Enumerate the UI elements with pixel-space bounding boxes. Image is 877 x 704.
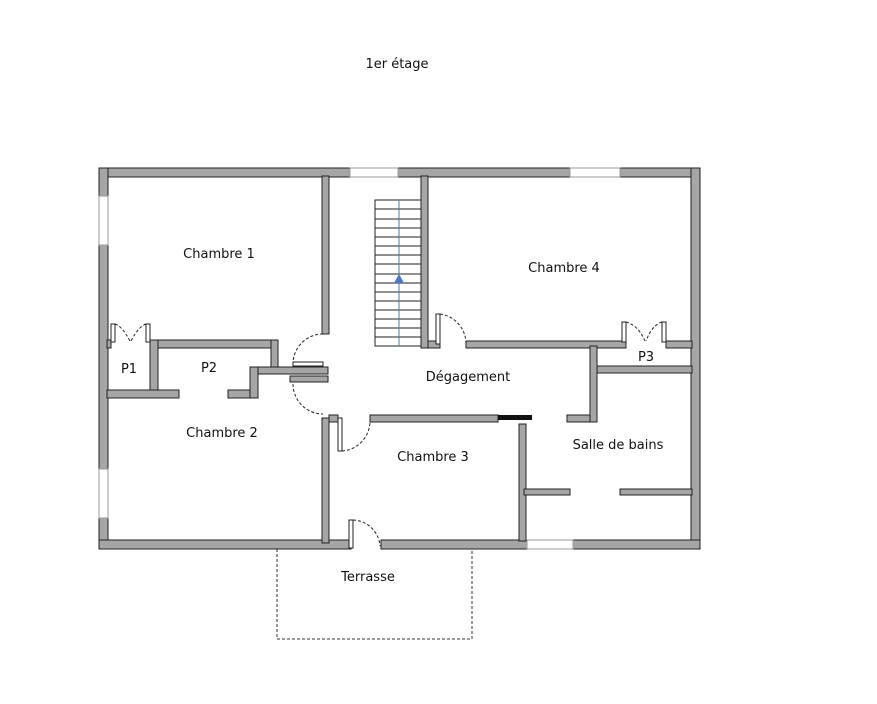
wall-p2-step-3: [289, 375, 329, 383]
door-chambre4-swing: [439, 313, 467, 345]
floor-title: 1er étage: [365, 57, 428, 72]
room-label-terrasse: Terrasse: [340, 570, 395, 585]
doors: [110, 313, 667, 549]
window-chambre1-left: [98, 195, 109, 246]
wall-p3-left: [589, 345, 598, 423]
wall-p1-bottom: [106, 389, 180, 399]
wall-chambre1-right: [321, 175, 330, 335]
door-terrasse-leaf: [348, 519, 354, 549]
door-chambre3-top-swing: [341, 419, 371, 452]
room-label-chambre1: Chambre 1: [183, 247, 255, 262]
wall-p1-right: [149, 339, 159, 399]
door-degagement-lower-swing: [292, 383, 324, 415]
stair-outline: [374, 199, 422, 347]
room-label-chambre2: Chambre 2: [186, 426, 258, 441]
door-chambre3-top-leaf: [337, 417, 343, 452]
door-degagement-upper-swing: [292, 333, 324, 365]
wall-bottom-1: [98, 539, 352, 550]
wall-top-right: [619, 167, 701, 178]
windows: [98, 167, 621, 550]
wall-p3-bottom: [596, 365, 693, 374]
stair-arrow-icon: [394, 274, 404, 283]
staircase: [374, 199, 422, 347]
room-label-chambre4: Chambre 4: [528, 261, 600, 276]
window-chambre2-left: [98, 468, 109, 519]
door-p1-swing: [114, 323, 147, 342]
door-p3-leaf-right: [661, 321, 667, 343]
wall-bottom-3: [572, 539, 701, 550]
wall-chambre3-top-b: [369, 414, 499, 423]
room-label-degagement: Dégagement: [426, 370, 510, 385]
terrasse-outline: [276, 549, 473, 640]
stair-treads: [375, 208, 421, 338]
wall-chambre4-bottom-b: [465, 340, 627, 349]
door-chambre4-leaf: [435, 313, 441, 345]
wall-chambre4-left: [420, 175, 429, 349]
wall-left-1: [98, 167, 109, 197]
wall-bottom-2: [380, 539, 528, 550]
door-terrasse-swing: [352, 519, 381, 547]
window-sdb-bottom: [526, 539, 574, 550]
wall-sdb-partition-right: [619, 488, 693, 496]
wall-chambre1-bottom-a: [106, 339, 112, 349]
wall-top-left: [98, 167, 351, 178]
room-label-p1: P1: [121, 362, 137, 377]
room-label-p2: P2: [201, 361, 217, 376]
wall-chambre1-bottom-b: [149, 339, 279, 349]
door-degagement-upper-leaf: [292, 361, 324, 367]
door-p1-leaf-left: [110, 323, 116, 343]
wall-p2-right-upper: [270, 339, 279, 368]
door-p3-swing: [625, 321, 663, 342]
window-chambre4-top: [569, 167, 621, 178]
wall-slide-door: [498, 415, 532, 420]
wall-p2-step-1: [249, 366, 329, 375]
door-p1-leaf-right: [145, 323, 151, 343]
room-label-salle-de-bains: Salle de bains: [573, 438, 664, 453]
wall-p2-step-2: [249, 366, 259, 399]
wall-chambre2-right: [321, 417, 330, 544]
wall-sdb-partition-left: [523, 488, 571, 496]
wall-chambre4-bottom-c: [665, 340, 693, 349]
door-p3-leaf-left: [621, 321, 627, 343]
wall-left-2: [98, 244, 109, 470]
room-label-chambre3: Chambre 3: [397, 450, 469, 465]
room-label-p3: P3: [638, 350, 654, 365]
wall-chambre3-right: [518, 423, 527, 542]
window-stair-top: [349, 167, 399, 178]
wall-chambre3-top-a: [328, 414, 339, 423]
room-labels: Chambre 1 Chambre 4 P1 P2 P3 Dégagement …: [121, 247, 664, 585]
